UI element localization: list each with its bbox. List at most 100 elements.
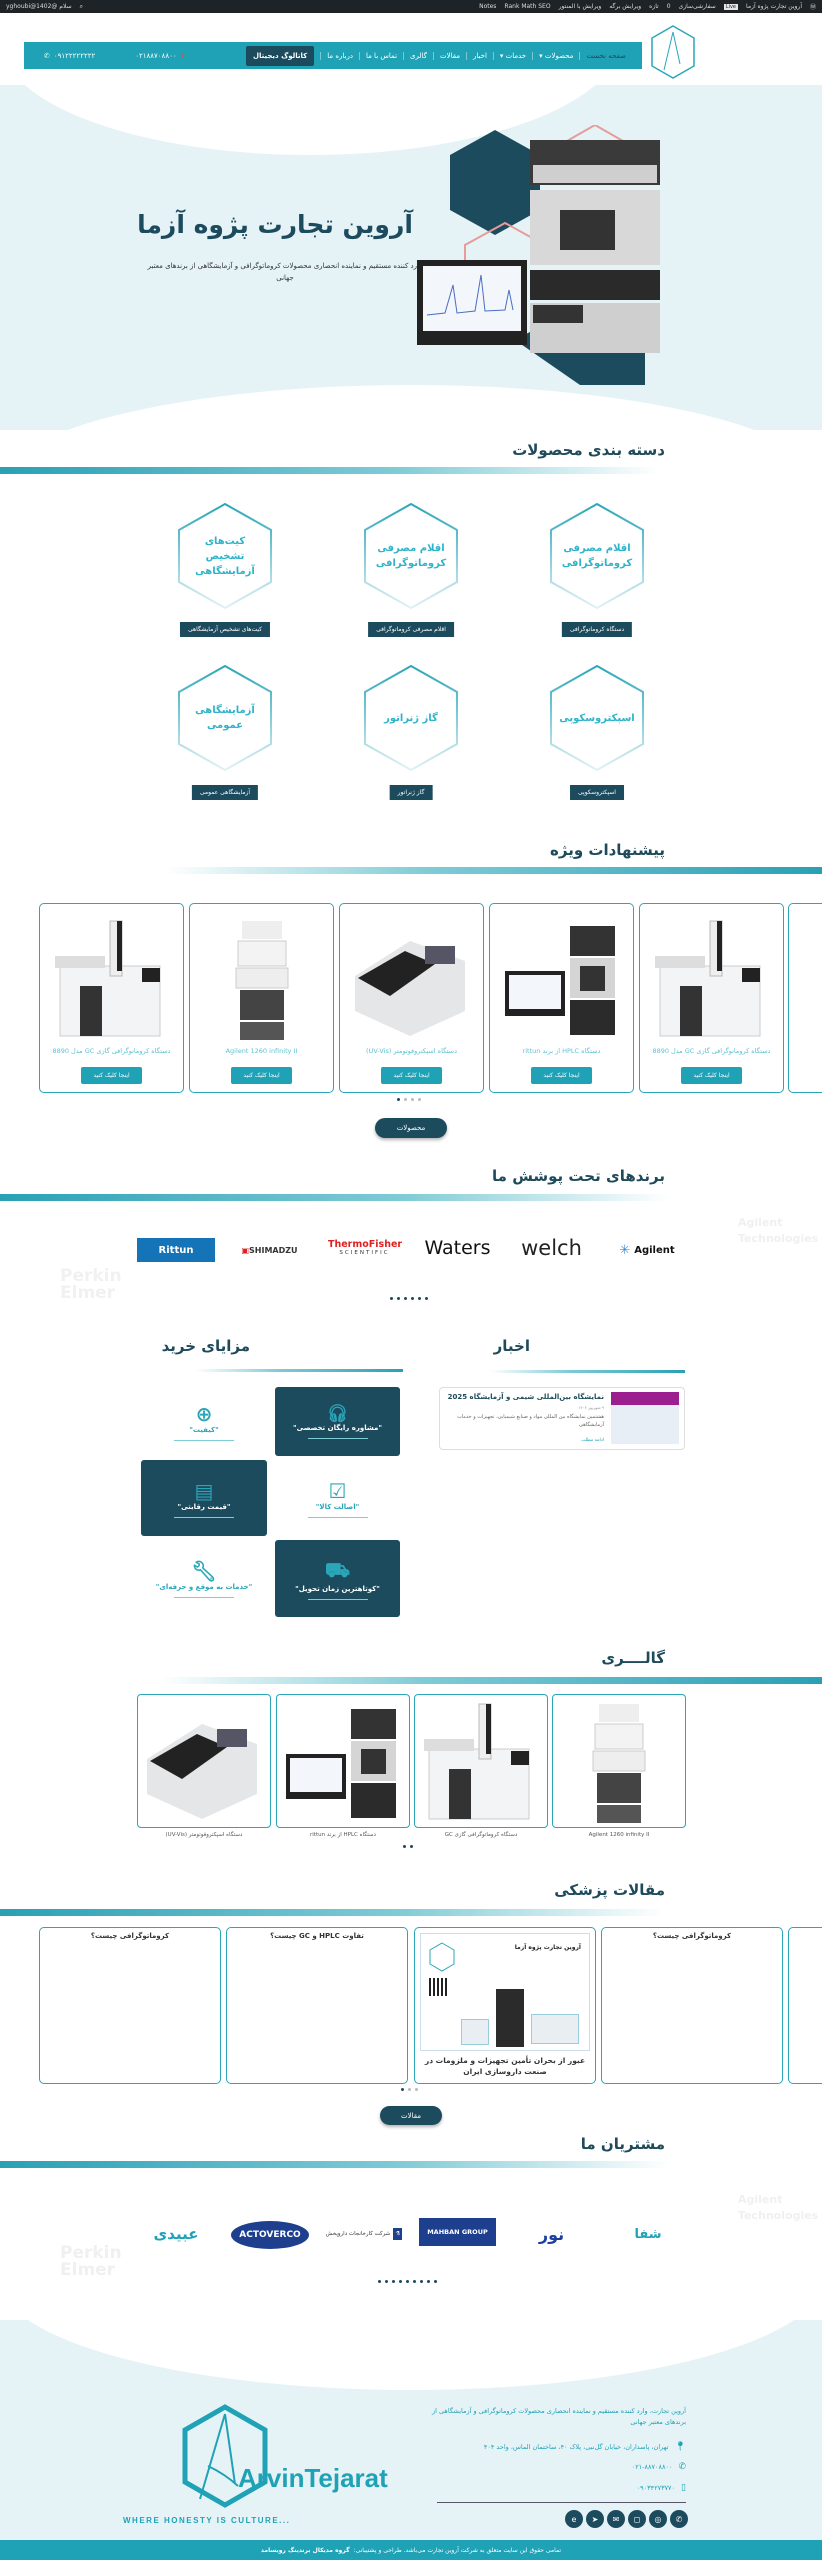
nav-contact[interactable]: تماس با ما — [358, 51, 403, 60]
product-name[interactable]: دستگاه کروماتوگرافی گازی GC مدل 8890 — [52, 1047, 171, 1055]
article-title[interactable]: تفاوت HPLC و GC چیست؟ — [270, 1932, 364, 1940]
articles-button[interactable]: مقالات — [380, 2106, 442, 2125]
eitaa-icon[interactable]: e — [565, 2510, 583, 2528]
wordpress-icon[interactable]: Ⓦ — [809, 4, 816, 11]
category-hexagon[interactable]: اقلام مصرفی کروماتوگرافی — [363, 502, 459, 610]
category-button[interactable]: گاز ژنراتور — [389, 785, 433, 800]
article-title[interactable]: کروماتوگرافی چیست؟ — [90, 1932, 170, 1940]
nav-products[interactable]: محصولات ▾ — [532, 51, 579, 60]
brand-logo-agilent[interactable]: ✳Agilent — [619, 1242, 675, 1258]
phone-social-icon[interactable]: ✆ — [670, 2510, 688, 2528]
category-hexagon[interactable]: گاز ژنراتور — [363, 664, 459, 772]
brand-logo-rittun[interactable]: Rittun — [137, 1238, 215, 1262]
article-title[interactable]: کروماتوگرافی چیست؟ — [652, 1932, 732, 1940]
category-button[interactable]: اقلام مصرفی کروماتوگرافی — [368, 622, 454, 637]
product-image[interactable] — [350, 916, 473, 1041]
category-button[interactable]: دستگاه کروماتوگرافی — [561, 622, 633, 637]
product-name[interactable]: دستگاه اسپکتروفوتومتر (UV-Vis) — [366, 1047, 457, 1055]
product-cta-button[interactable]: اینجا کلیک کنید — [531, 1067, 592, 1084]
article-card[interactable]: کروماتوگرافی چیست؟ — [601, 1927, 783, 2084]
footer-phone[interactable]: ✆۰۲۱-۸۸۷۰۸۸۰۰ — [631, 2462, 686, 2472]
gallery-item[interactable] — [414, 1694, 548, 1828]
gallery-item[interactable] — [137, 1694, 271, 1828]
header-phone[interactable]: ۰۲۱۸۸۷۰۸۸۰۰✆ — [135, 52, 186, 60]
product-image[interactable] — [650, 916, 773, 1041]
category-hexagon[interactable]: اسپکتروسکوپی — [549, 664, 645, 772]
admin-site-link[interactable]: آروین تجارت پژوه آزما — [746, 3, 802, 10]
gallery-dots[interactable] — [403, 1845, 413, 1848]
article-card[interactable]: کروماتوگرافی چیست؟ — [39, 1927, 221, 2084]
search-icon[interactable]: ⌕ — [79, 2, 83, 10]
admin-user-greeting[interactable]: سلام @yghoubi@1402 — [6, 3, 72, 10]
admin-new[interactable]: تازه — [649, 3, 659, 10]
product-image[interactable] — [200, 916, 323, 1041]
product-cta-button[interactable]: اینجا کلیک کنید — [81, 1067, 142, 1084]
product-card[interactable]: Agilent 1260 infinity II اینجا کلیک کنید — [189, 903, 334, 1093]
nav-home[interactable]: صفحه نخست — [579, 51, 632, 60]
nav-about[interactable]: درباره ما — [320, 51, 359, 60]
products-button[interactable]: محصولات — [375, 1118, 447, 1138]
telegram-icon[interactable]: ➤ — [586, 2510, 604, 2528]
category-button[interactable]: کیت‌های تشخیص آزمایشگاهی — [179, 622, 271, 637]
whatsapp-icon[interactable]: ◎ — [649, 2510, 667, 2528]
product-name[interactable]: Agilent 1260 infinity II — [225, 1047, 298, 1055]
category-button[interactable]: آزمایشگاهی عمومی — [191, 785, 259, 800]
product-cta-button[interactable]: اینجا کلیک کنید — [681, 1067, 742, 1084]
nav-news[interactable]: اخبار — [466, 51, 493, 60]
product-card[interactable]: دستگاه کروماتوگرافی گازی GC مدل 8890 اینج… — [639, 903, 784, 1093]
brand-logo-welch[interactable]: welch — [521, 1236, 582, 1260]
product-card-partial[interactable] — [788, 903, 822, 1093]
designer-link[interactable]: گروه مدیکال برندینگ رویسامد — [260, 2546, 350, 2554]
category-hexagon[interactable]: آزمایشگاهی عمومی — [177, 664, 273, 772]
news-read-more-link[interactable]: ادامه مطلب — [581, 1438, 604, 1443]
product-card[interactable]: دستگاه HPLC از برند rittun اینجا کلیک کنی… — [489, 903, 634, 1093]
news-item-title[interactable]: نمایشگاه بین‌المللی شیمی و آزمایشگاه 202… — [447, 1393, 604, 1401]
brand-logo-waters[interactable]: Waters — [424, 1237, 491, 1259]
category-hexagon[interactable]: کیت‌های تشخیص آزمایشگاهی — [177, 502, 273, 610]
product-cta-button[interactable]: اینجا کلیک کنید — [231, 1067, 292, 1084]
footer-mobile[interactable]: ▯۰۹۰۳۴۲۷۳۷۷۰ — [636, 2483, 686, 2493]
brands-carousel-dots[interactable] — [390, 1297, 428, 1300]
client-logo-darupakhsh[interactable]: ⚗شرکت کارخانجات داروپخش — [325, 2220, 403, 2248]
product-name[interactable]: دستگاه کروماتوگرافی گازی GC مدل 8890 — [652, 1047, 771, 1055]
product-image[interactable] — [50, 916, 173, 1041]
header-mobile[interactable]: ✆۰۹۱۲۲۲۲۲۲۲۲ — [44, 52, 95, 60]
nav-articles[interactable]: مقالات — [433, 51, 466, 60]
admin-comments[interactable]: 0 — [666, 3, 671, 10]
article-card-partial[interactable] — [788, 1927, 822, 2084]
digital-catalog-button[interactable]: کاتالوگ دیجیتال — [245, 45, 315, 66]
admin-customize[interactable]: سفارشی‌سازی — [678, 3, 716, 10]
product-name[interactable]: دستگاه HPLC از برند rittun — [522, 1047, 601, 1055]
clients-dots[interactable] — [378, 2280, 437, 2283]
product-cta-button[interactable]: اینجا کلیک کنید — [381, 1067, 442, 1084]
gallery-item[interactable] — [552, 1694, 686, 1828]
category-button[interactable]: اسپکتروسکوپی — [570, 785, 624, 800]
product-image[interactable] — [500, 916, 623, 1041]
offers-carousel-dots[interactable] — [397, 1098, 421, 1101]
client-logo-shafa[interactable]: شفا — [634, 2226, 662, 2242]
article-card[interactable]: آروین تجارت پژوه آزما عبور از بحران تأمی… — [414, 1927, 596, 2084]
site-logo[interactable] — [650, 24, 696, 80]
brand-logo-shimadzu[interactable]: ▣SHIMADZU — [241, 1245, 298, 1255]
article-card[interactable]: تفاوت HPLC و GC چیست؟ — [226, 1927, 408, 2084]
admin-edit-page[interactable]: ویرایش برگه — [609, 3, 642, 10]
product-card[interactable]: دستگاه کروماتوگرافی گازی GC مدل 8890 اینج… — [39, 903, 184, 1093]
nav-gallery[interactable]: گالری — [403, 51, 433, 60]
admin-edit-elementor[interactable]: ویرایش با المنتور — [558, 3, 602, 10]
email-icon[interactable]: ✉ — [607, 2510, 625, 2528]
admin-rank-math[interactable]: Rank Math SEO — [504, 3, 551, 10]
news-card[interactable]: نمایشگاه بین‌المللی شیمی و آزمایشگاه 202… — [439, 1387, 685, 1450]
gallery-item[interactable] — [276, 1694, 410, 1828]
category-hexagon[interactable]: اقلام مصرفی کروماتوگرافی — [549, 502, 645, 610]
articles-dots[interactable] — [401, 2088, 418, 2091]
client-logo-mahban[interactable]: MAHBAN GROUP — [419, 2218, 496, 2246]
article-title[interactable]: عبور از بحران تأمین تجهیزات و ملزومات در… — [424, 2056, 586, 2076]
client-logo-noor[interactable]: نور — [538, 2224, 565, 2244]
client-logo-abidi[interactable]: عبیدی — [153, 2225, 199, 2243]
product-card[interactable]: دستگاه اسپکتروفوتومتر (UV-Vis) اینجا کلیک… — [339, 903, 484, 1093]
admin-notes[interactable]: Notes — [479, 3, 497, 10]
nav-services[interactable]: خدمات ▾ — [492, 51, 532, 60]
client-logo-actoverco[interactable]: ACTOVERCO — [231, 2221, 309, 2249]
instagram-icon[interactable]: ◻ — [628, 2510, 646, 2528]
